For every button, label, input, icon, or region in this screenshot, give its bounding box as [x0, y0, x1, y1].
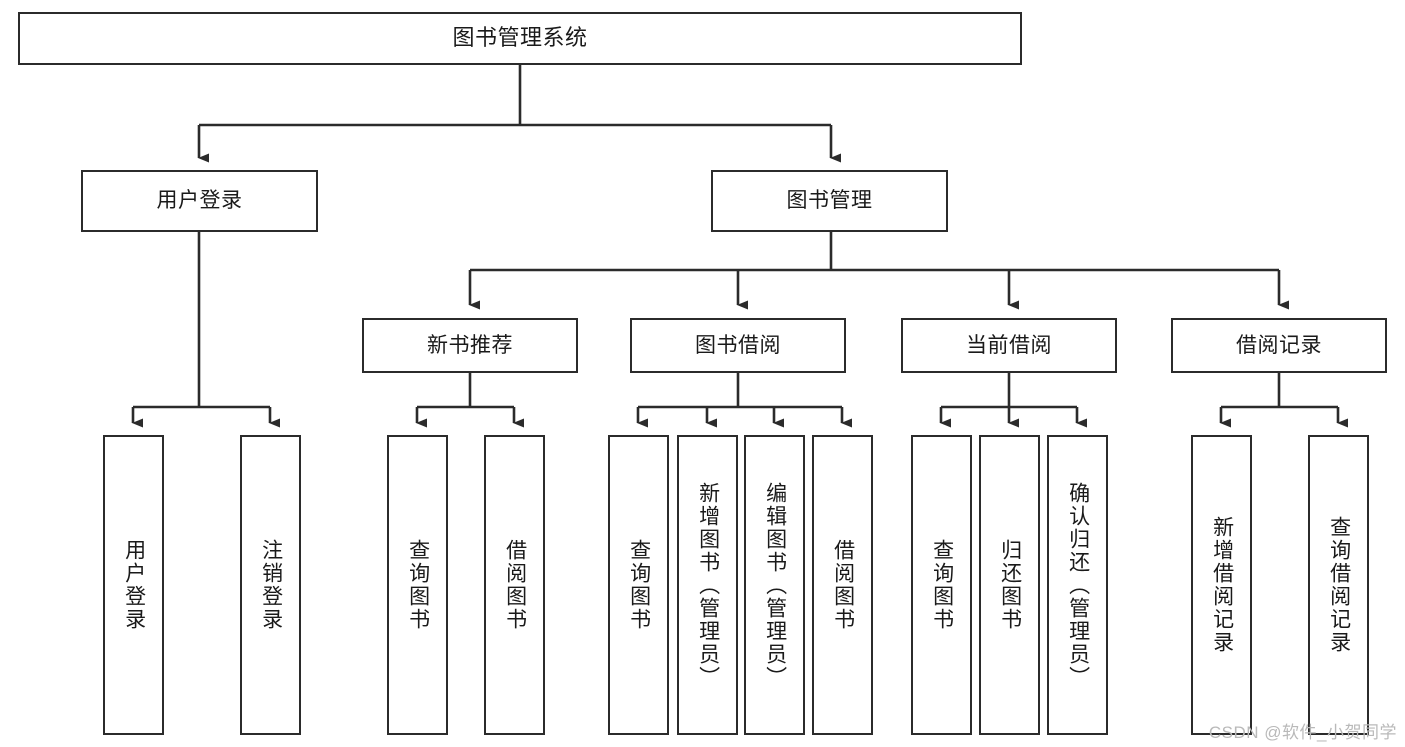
node-leaf-confirm-return-label: 确认归还（管理员）: [1066, 481, 1090, 689]
node-leaf-return-book[interactable]: 归还图书: [979, 435, 1040, 735]
node-leaf-add-record-label: 新增借阅记录: [1210, 516, 1234, 654]
node-leaf-add-book-label: 新增图书（管理员）: [696, 481, 720, 689]
node-book-borrow-label: 图书借阅: [695, 333, 781, 357]
node-leaf-query-book-1[interactable]: 查询图书: [387, 435, 448, 735]
node-leaf-logout-label: 注销登录: [259, 539, 283, 631]
node-leaf-borrow-book-1-label: 借阅图书: [503, 539, 527, 631]
node-leaf-borrow-book-1[interactable]: 借阅图书: [484, 435, 545, 735]
node-leaf-logout[interactable]: 注销登录: [240, 435, 301, 735]
node-leaf-user-login-label: 用户登录: [122, 539, 146, 631]
node-book-borrow[interactable]: 图书借阅: [630, 318, 846, 373]
node-leaf-edit-book-label: 编辑图书（管理员）: [763, 481, 787, 689]
node-leaf-query-book-1-label: 查询图书: [406, 539, 430, 631]
node-current-borrow[interactable]: 当前借阅: [901, 318, 1117, 373]
node-leaf-confirm-return[interactable]: 确认归还（管理员）: [1047, 435, 1108, 735]
node-leaf-borrow-book-2[interactable]: 借阅图书: [812, 435, 873, 735]
node-leaf-query-book-3[interactable]: 查询图书: [911, 435, 972, 735]
node-book-manage-label: 图书管理: [786, 189, 873, 213]
node-leaf-query-book-2-label: 查询图书: [627, 539, 651, 631]
node-leaf-query-record-label: 查询借阅记录: [1327, 516, 1351, 654]
node-borrow-record[interactable]: 借阅记录: [1171, 318, 1387, 373]
node-new-book-rec-label: 新书推荐: [427, 333, 513, 357]
node-leaf-user-login[interactable]: 用户登录: [103, 435, 164, 735]
node-new-book-rec[interactable]: 新书推荐: [362, 318, 578, 373]
node-leaf-borrow-book-2-label: 借阅图书: [831, 539, 855, 631]
node-book-manage[interactable]: 图书管理: [711, 170, 948, 232]
node-current-borrow-label: 当前借阅: [966, 333, 1052, 357]
node-borrow-record-label: 借阅记录: [1236, 333, 1322, 357]
node-root[interactable]: 图书管理系统: [18, 12, 1022, 65]
node-root-label: 图书管理系统: [452, 25, 588, 51]
node-leaf-return-book-label: 归还图书: [998, 539, 1022, 631]
node-leaf-add-record[interactable]: 新增借阅记录: [1191, 435, 1252, 735]
node-leaf-query-book-3-label: 查询图书: [930, 539, 954, 631]
node-user-login-label: 用户登录: [156, 189, 243, 213]
node-leaf-edit-book[interactable]: 编辑图书（管理员）: [744, 435, 805, 735]
node-leaf-add-book[interactable]: 新增图书（管理员）: [677, 435, 738, 735]
node-leaf-query-book-2[interactable]: 查询图书: [608, 435, 669, 735]
node-user-login[interactable]: 用户登录: [81, 170, 318, 232]
node-leaf-query-record[interactable]: 查询借阅记录: [1308, 435, 1369, 735]
